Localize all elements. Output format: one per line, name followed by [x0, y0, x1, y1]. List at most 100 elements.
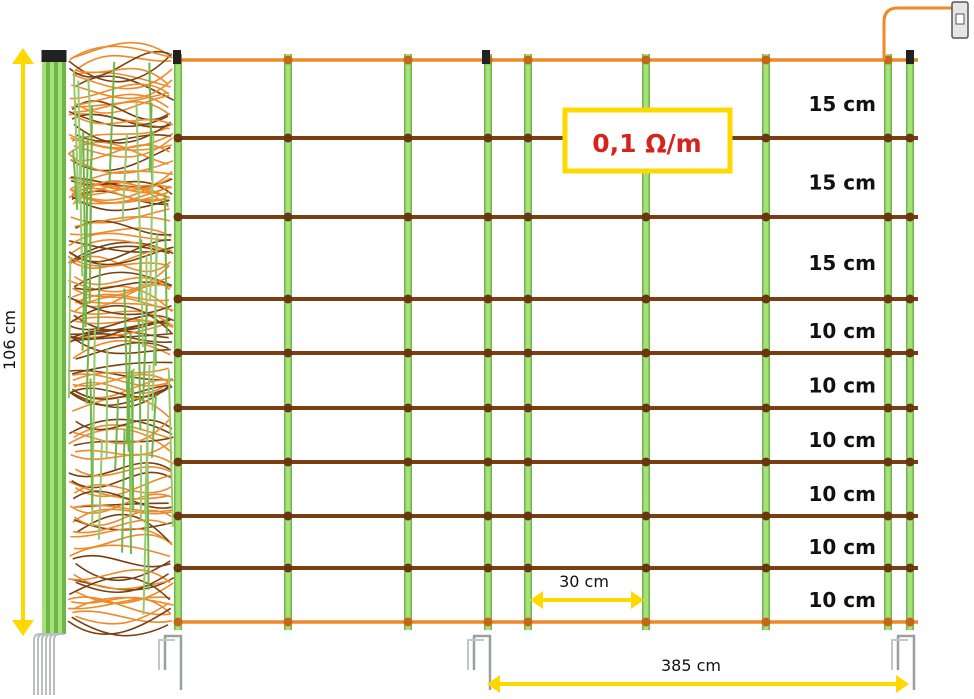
tangled-wire: [68, 239, 172, 263]
rolled-strut-cap: [49, 50, 55, 62]
tangled-wire: [73, 378, 173, 394]
wire-gap-label: 10 cm: [809, 319, 877, 343]
tangled-strut: [137, 319, 142, 431]
tangled-wire: [73, 573, 171, 590]
strut-spacing-arrow: [530, 591, 644, 609]
wire-knot: [883, 294, 893, 304]
wire-knot: [883, 212, 893, 222]
tangled-wire: [73, 137, 173, 158]
post-cap: [173, 50, 181, 64]
wire-knot: [403, 212, 413, 222]
tangled-wire: [75, 419, 173, 431]
wire-knot: [483, 457, 493, 467]
tangled-wire: [68, 385, 173, 407]
tangled-wire: [71, 616, 169, 637]
tangled-wire: [67, 596, 171, 616]
tangled-wire: [70, 314, 175, 331]
wire-knot: [173, 563, 183, 573]
wire-knot: [761, 617, 771, 627]
wire-knot: [761, 55, 771, 65]
tangled-wire: [71, 361, 173, 375]
tangled-strut: [67, 257, 72, 399]
wire-knot: [761, 457, 771, 467]
tangled-strut: [146, 462, 150, 590]
wire-knot: [905, 563, 915, 573]
tangled-strut: [77, 80, 84, 277]
ground-spike: [891, 639, 908, 670]
tangled-strut: [149, 132, 155, 302]
tangled-wire: [74, 115, 174, 126]
post-cap: [482, 50, 490, 64]
tangled-wire: [68, 480, 170, 500]
tangled-wire: [69, 493, 173, 514]
rolled-strut-cap: [57, 50, 63, 62]
wire-gap-label: 15 cm: [809, 171, 877, 195]
wire-knot: [761, 403, 771, 413]
wire-knot: [761, 511, 771, 521]
tangled-strut: [72, 149, 79, 210]
wire-knot: [283, 133, 293, 143]
connection-lead-wire: [882, 6, 955, 60]
tangled-wire: [68, 462, 172, 478]
tangled-wire: [71, 471, 172, 489]
tangled-wire: [72, 373, 171, 387]
wire-knot: [403, 403, 413, 413]
tangled-strut: [81, 264, 86, 351]
wire-knot: [403, 457, 413, 467]
wire-knot: [641, 348, 651, 358]
tangled-wire: [74, 582, 174, 604]
tangled-wire: [74, 441, 171, 456]
tangled-wire: [70, 527, 173, 546]
tangled-wire: [71, 113, 171, 128]
rolled-ground-spike: [53, 633, 64, 695]
tangled-wire: [72, 367, 169, 382]
wire-knot: [641, 511, 651, 521]
wire-knot: [403, 133, 413, 143]
wire-gap-label: 15 cm: [809, 92, 877, 116]
wire-knot: [905, 133, 915, 143]
tangled-wire: [74, 93, 169, 109]
height-label: 106 cm: [0, 310, 19, 370]
tangled-wire: [67, 607, 172, 635]
tangled-wire: [74, 67, 169, 86]
strut-spacing-label: 30 cm: [559, 572, 609, 591]
resistance-box: [562, 107, 733, 174]
tangled-wire: [71, 384, 172, 400]
wire-knot: [523, 403, 533, 413]
post-cap: [906, 50, 914, 64]
tangled-wire: [67, 265, 170, 293]
wire-knot: [173, 617, 183, 627]
wire-gap-label: 10 cm: [809, 535, 877, 559]
wire-knot: [483, 212, 493, 222]
tangled-wire: [72, 554, 171, 568]
tangled-strut: [108, 61, 116, 183]
tangled-strut: [97, 261, 102, 331]
wire-knot: [641, 617, 651, 627]
tangled-strut: [154, 237, 158, 299]
wire-knot: [905, 617, 915, 627]
rolled-net-bundle: [33, 41, 175, 695]
tangled-wire: [69, 83, 170, 100]
tangled-wire: [69, 45, 172, 61]
wire-knot: [883, 55, 893, 65]
tangled-wire: [72, 68, 173, 90]
wire-knot: [641, 294, 651, 304]
connection-clip-icon: [951, 1, 969, 39]
wire-knot: [883, 511, 893, 521]
post-spacing-label: 385 cm: [661, 656, 721, 675]
wire-knot: [483, 511, 493, 521]
tangled-wire: [69, 309, 172, 326]
tangled-strut: [85, 328, 90, 404]
wire-knot: [283, 294, 293, 304]
wire-knot: [483, 403, 493, 413]
wire-knot: [173, 294, 183, 304]
tangled-wire: [68, 428, 173, 454]
tangled-strut: [89, 159, 92, 261]
wire-knot: [283, 348, 293, 358]
wire-knot: [403, 294, 413, 304]
wire-knot: [283, 511, 293, 521]
wire-knot: [483, 294, 493, 304]
tangled-wire: [70, 321, 169, 340]
tangled-wire: [72, 610, 173, 623]
tangled-strut: [72, 70, 80, 204]
